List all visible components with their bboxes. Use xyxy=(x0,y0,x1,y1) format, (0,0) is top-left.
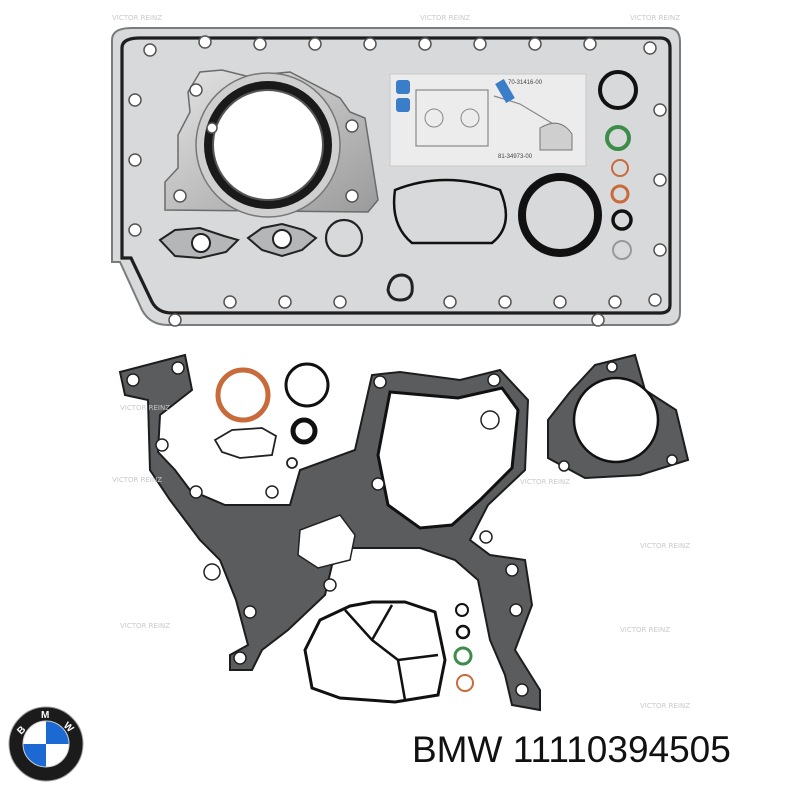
part-number: 11110394505 xyxy=(512,729,731,770)
svg-text:VICTOR REINZ: VICTOR REINZ xyxy=(112,14,162,22)
instruction-code-1: 70-31416-00 xyxy=(508,80,543,86)
seal-rings-right xyxy=(392,70,638,260)
crankshaft-seal-housing xyxy=(164,69,379,218)
brand-label: BMW xyxy=(412,729,503,770)
svg-text:VICTOR REINZ: VICTOR REINZ xyxy=(640,702,690,710)
svg-text:VICTOR REINZ: VICTOR REINZ xyxy=(120,622,170,630)
svg-text:VICTOR REINZ: VICTOR REINZ xyxy=(620,626,670,634)
svg-text:VICTOR REINZ: VICTOR REINZ xyxy=(112,476,162,484)
svg-text:VICTOR REINZ: VICTOR REINZ xyxy=(120,404,170,412)
small-flange-gaskets xyxy=(158,218,364,260)
svg-text:VICTOR REINZ: VICTOR REINZ xyxy=(630,14,680,22)
oil-filter-gasket xyxy=(303,600,474,704)
small-seals-bottom xyxy=(213,362,330,469)
svg-text:VICTOR REINZ: VICTOR REINZ xyxy=(420,14,470,22)
water-pump-gasket xyxy=(547,353,690,480)
svg-text:VICTOR REINZ: VICTOR REINZ xyxy=(640,542,690,550)
instruction-code-2: 81-34973-00 xyxy=(498,154,533,160)
timing-cover-gasket xyxy=(118,353,541,712)
svg-text:VICTOR REINZ: VICTOR REINZ xyxy=(520,478,570,486)
watermarks: VICTOR REINZ VICTOR REINZ VICTOR REINZ V… xyxy=(112,14,690,710)
instruction-sheet: 70-31416-00 81-34973-00 xyxy=(389,73,587,167)
logo-letter-m: M xyxy=(41,710,49,721)
product-caption: BMW 11110394505 xyxy=(412,720,731,780)
bmw-logo: B M W xyxy=(8,706,84,782)
